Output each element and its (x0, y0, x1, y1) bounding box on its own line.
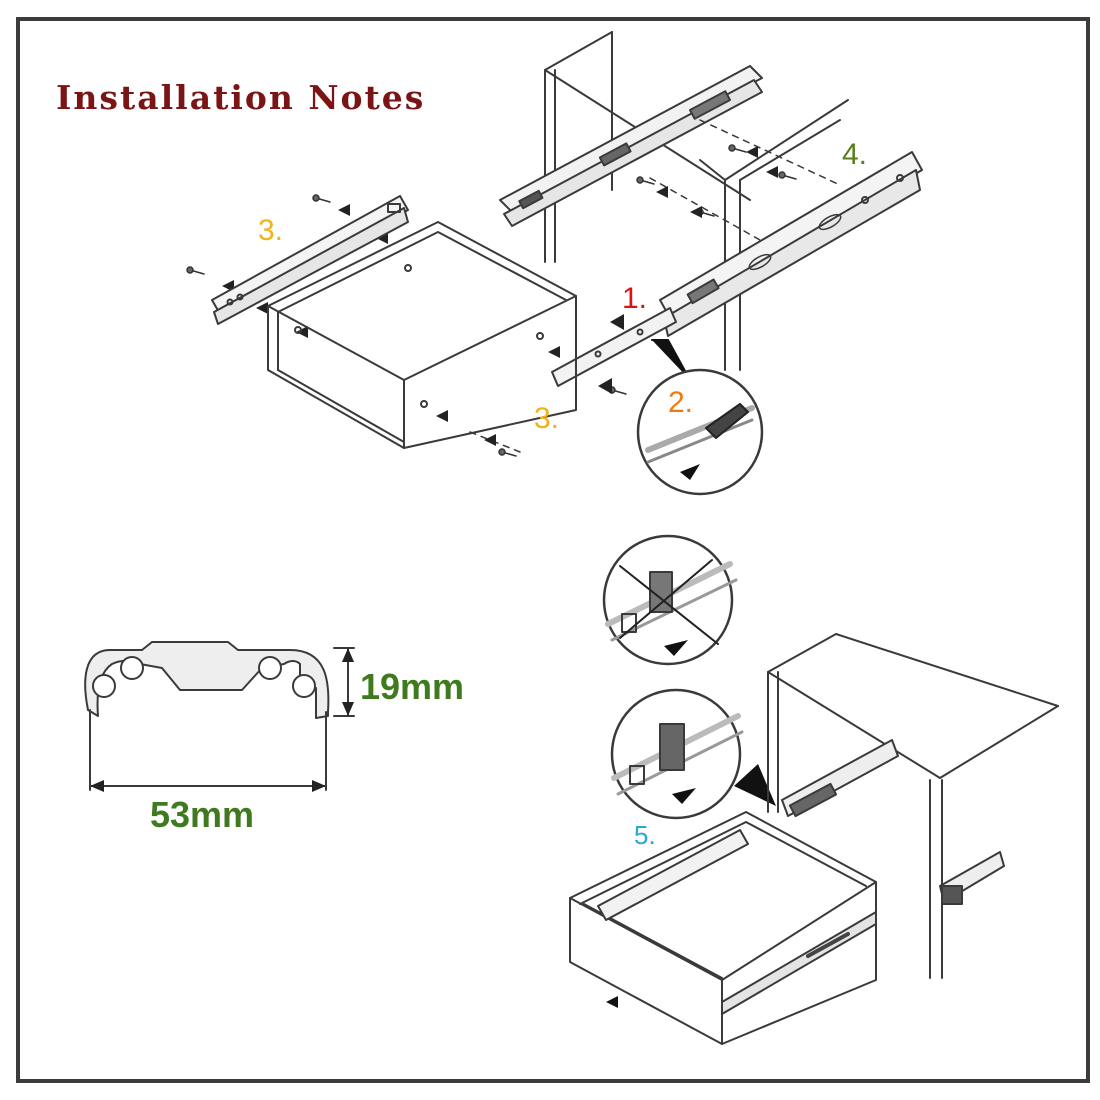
dimension-width: 53mm (150, 794, 255, 835)
step-label-3-top: 3. (258, 214, 284, 247)
step-label-1: 1. (622, 282, 648, 315)
zoom-detail-wrong (602, 534, 738, 666)
border-frame (16, 17, 1090, 1083)
rail-drawer (211, 195, 409, 325)
rail-cabinet-left (499, 65, 763, 227)
drawer-bottom (569, 811, 877, 1045)
rail-cabinet-right (659, 151, 923, 337)
rail-cabinet-bottom (781, 739, 1005, 905)
drawer-top (267, 221, 577, 449)
zoom-detail-right (610, 688, 776, 820)
step-label-4: 4. (842, 138, 868, 171)
page-title: Installation Notes (56, 78, 426, 117)
step-label-3-bottom: 3. (534, 402, 560, 435)
cabinet-bottom (767, 633, 1059, 979)
rail-profile (84, 641, 355, 792)
dimension-height: 19mm (360, 666, 465, 707)
screws (186, 144, 797, 457)
step-label-2: 2. (668, 386, 694, 419)
zoom-detail-2 (636, 339, 764, 496)
inner-member (551, 307, 677, 387)
cabinet-top (544, 31, 849, 371)
step-label-5: 5. (634, 820, 656, 850)
pointer-arrows (222, 146, 778, 446)
